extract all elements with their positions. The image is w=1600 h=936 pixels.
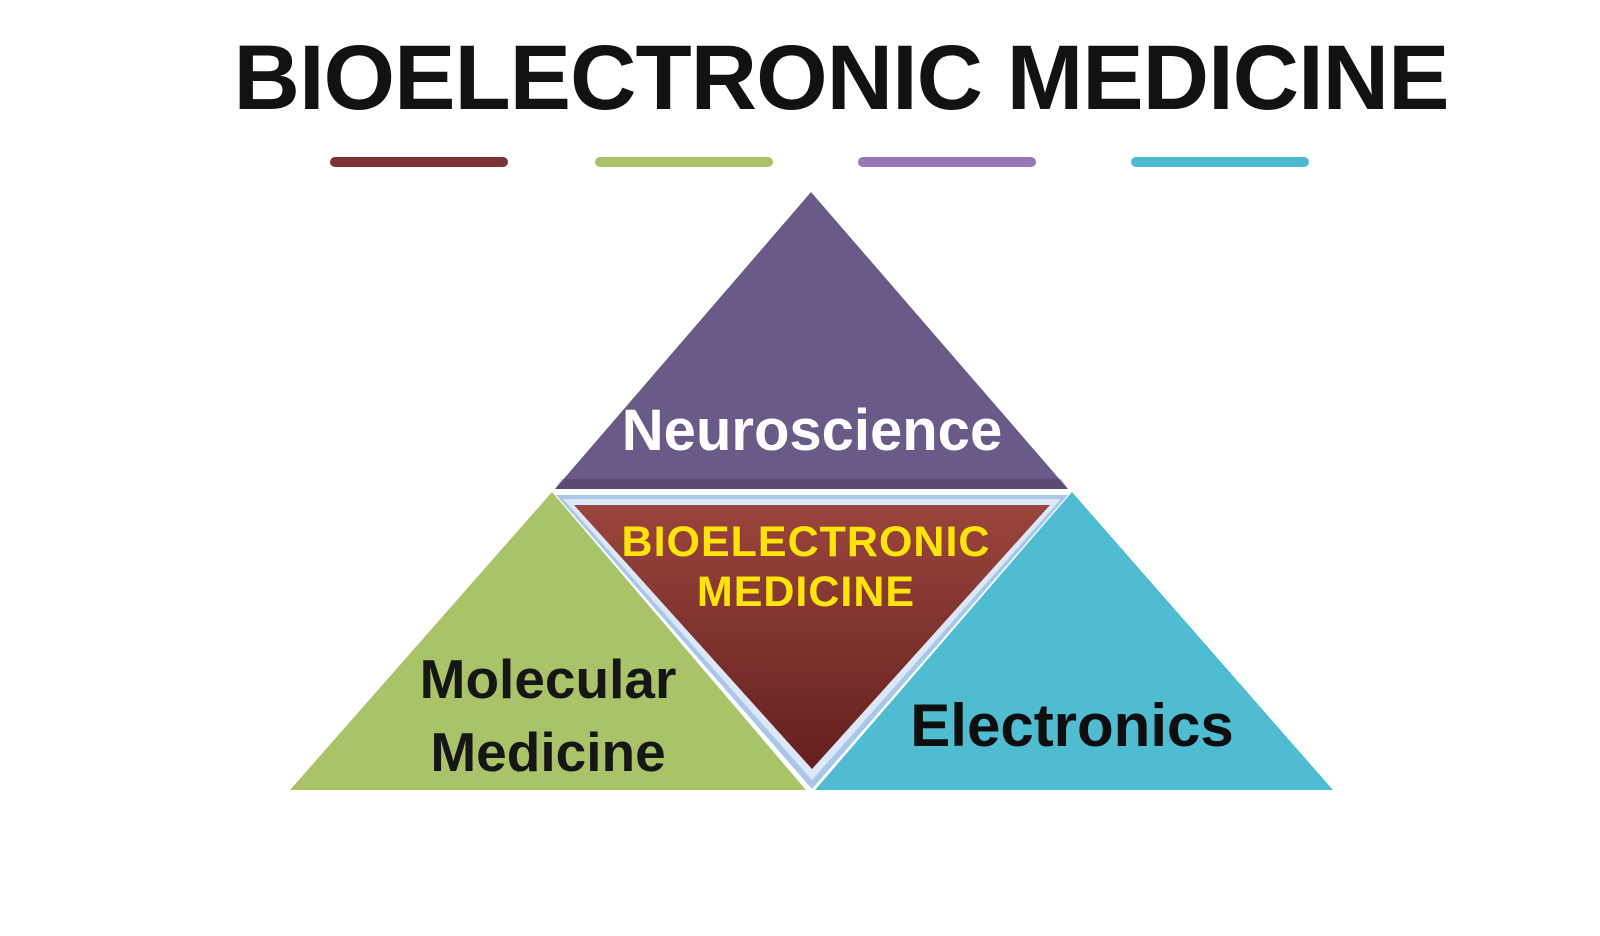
page-title: BIOELECTRONIC MEDICINE — [233, 27, 1450, 129]
triangle-electronics — [815, 492, 1333, 790]
label-molecular-medicine-line1: Molecular — [420, 648, 677, 710]
triangle-neuroscience — [555, 192, 1068, 489]
legend-dash-neuroscience — [858, 157, 1036, 167]
label-neuroscience: Neuroscience — [622, 398, 1002, 463]
legend-dash-electronics — [1131, 157, 1309, 167]
label-bioelectronic-line2: MEDICINE — [697, 568, 915, 616]
legend-dash-molecular-medicine — [595, 157, 773, 167]
triangle-bioelectronic-medicine — [574, 505, 1050, 769]
triangle-neuroscience-base-shadow — [555, 479, 1068, 489]
label-electronics: Electronics — [910, 692, 1233, 759]
label-molecular-medicine-line2: Medicine — [430, 721, 665, 783]
legend-dash-bioelectronic-medicine — [330, 157, 508, 167]
legend-dashes — [330, 157, 1309, 167]
label-bioelectronic-line1: BIOELECTRONIC — [622, 518, 991, 566]
triangle-molecular-medicine — [290, 492, 806, 790]
